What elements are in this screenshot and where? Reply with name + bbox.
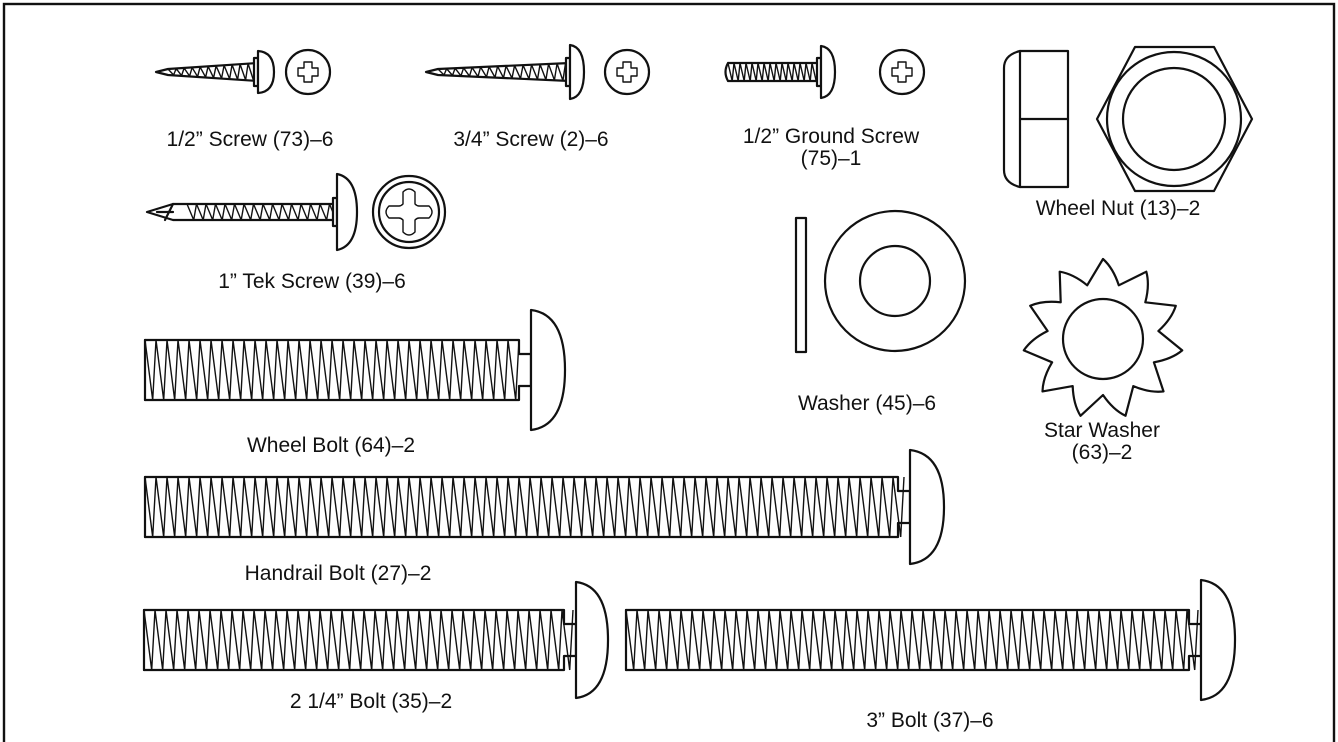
part-label: 1/2” Ground Screw(75)–1 <box>743 125 920 170</box>
part-label: 3/4” Screw (2)–6 <box>453 128 608 151</box>
thread-lines <box>625 609 1199 671</box>
part-label-line: 1” Tek Screw (39)–6 <box>218 270 406 293</box>
part-label: 2 1/4” Bolt (35)–2 <box>290 690 452 713</box>
thread-lines <box>143 609 574 671</box>
thread-lines <box>727 62 819 82</box>
part-handrail-bolt: Handrail Bolt (27)–2 <box>143 448 946 585</box>
part-wheel-nut: Wheel Nut (13)–2 <box>1002 45 1254 220</box>
part-label: Wheel Bolt (64)–2 <box>247 434 415 457</box>
flat-washer-icon <box>794 209 967 354</box>
part-label-line: Star Washer <box>1044 419 1160 442</box>
part-bolt-two-quarter: 2 1/4” Bolt (35)–2 <box>142 580 610 713</box>
part-label-line: (63)–2 <box>1072 441 1133 464</box>
part-bolt-three: 3” Bolt (37)–6 <box>624 578 1237 732</box>
part-label: Wheel Nut (13)–2 <box>1036 197 1201 220</box>
thread-lines <box>144 476 905 538</box>
thread-lines <box>144 339 520 401</box>
star-washer-icon <box>1022 257 1184 417</box>
part-label-line: 3/4” Screw (2)–6 <box>453 128 608 151</box>
thread-lines <box>167 63 257 81</box>
part-label-line: 3” Bolt (37)–6 <box>866 709 993 732</box>
part-label-line: (75)–1 <box>801 147 862 170</box>
part-washer: Washer (45)–6 <box>794 209 967 415</box>
part-label-line: Wheel Bolt (64)–2 <box>247 434 415 457</box>
ground-screw-icon <box>724 44 926 100</box>
part-label-line: Washer (45)–6 <box>798 392 936 415</box>
part-label: Handrail Bolt (27)–2 <box>245 562 432 585</box>
part-label: 3” Bolt (37)–6 <box>866 709 993 732</box>
part-label-line: 1/2” Ground Screw <box>743 125 920 148</box>
screw-icon <box>424 43 651 101</box>
part-screw-half: 1/2” Screw (73)–6 <box>154 48 334 151</box>
part-tek-screw: 1” Tek Screw (39)–6 <box>145 172 447 293</box>
part-label-line: 1/2” Screw (73)–6 <box>167 128 334 151</box>
part-label: 1” Tek Screw (39)–6 <box>218 270 406 293</box>
bolt-icon <box>142 580 610 700</box>
part-label: Washer (45)–6 <box>798 392 936 415</box>
part-ground-screw: 1/2” Ground Screw(75)–1 <box>724 44 926 170</box>
screw-icon <box>154 48 332 96</box>
part-screw-three-quarter: 3/4” Screw (2)–6 <box>424 43 651 151</box>
part-label: 1/2” Screw (73)–6 <box>167 128 334 151</box>
thread-lines <box>437 63 567 81</box>
bolt-icon <box>143 308 567 432</box>
part-label-line: Wheel Nut (13)–2 <box>1036 197 1201 220</box>
part-label: Star Washer(63)–2 <box>1044 419 1160 464</box>
part-star-washer: Star Washer(63)–2 <box>1022 257 1184 464</box>
part-label-line: 2 1/4” Bolt (35)–2 <box>290 690 452 713</box>
bolt-icon <box>624 578 1237 702</box>
part-wheel-bolt: Wheel Bolt (64)–2 <box>143 308 567 457</box>
part-label-line: Handrail Bolt (27)–2 <box>245 562 432 585</box>
tek-screw-icon <box>145 172 447 252</box>
hex-nut-icon <box>1002 45 1254 193</box>
bolt-icon <box>143 448 946 566</box>
thread-lines <box>186 203 340 221</box>
